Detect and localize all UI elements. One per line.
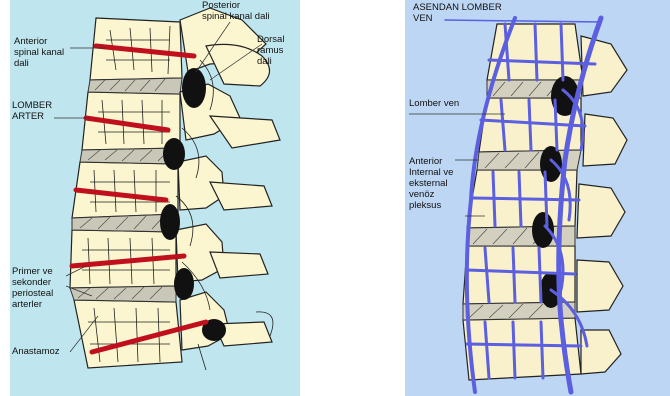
venous-diagram-panel: ASENDAN LOMBER VEN Lomber ven Anterior I…: [405, 0, 670, 396]
arterial-diagram-panel: Anterior spinal kanal dali Posterior spi…: [10, 0, 300, 396]
label-periosteal-arteries: Primer ve sekonder periosteal arterler: [12, 266, 53, 310]
label-anterior-spinal-canal-branch: Anterior spinal kanal dali: [14, 36, 64, 69]
label-lumbar-vein: Lomber ven: [409, 98, 459, 109]
label-anastomosis: Anastamoz: [12, 346, 60, 357]
label-posterior-spinal-canal-branch: Posterior spinal kanal dali: [202, 0, 270, 22]
label-lumbar-artery: LOMBER ARTER: [12, 100, 52, 122]
label-venous-plexus: Anterior Internal ve eksternal venöz ple…: [409, 156, 453, 211]
label-ascending-lumbar-vein: ASENDAN LOMBER VEN: [413, 2, 502, 24]
label-dorsal-ramus-branch: Dorsal ramus dali: [257, 34, 284, 67]
posterior-elements-venous: [577, 36, 627, 374]
